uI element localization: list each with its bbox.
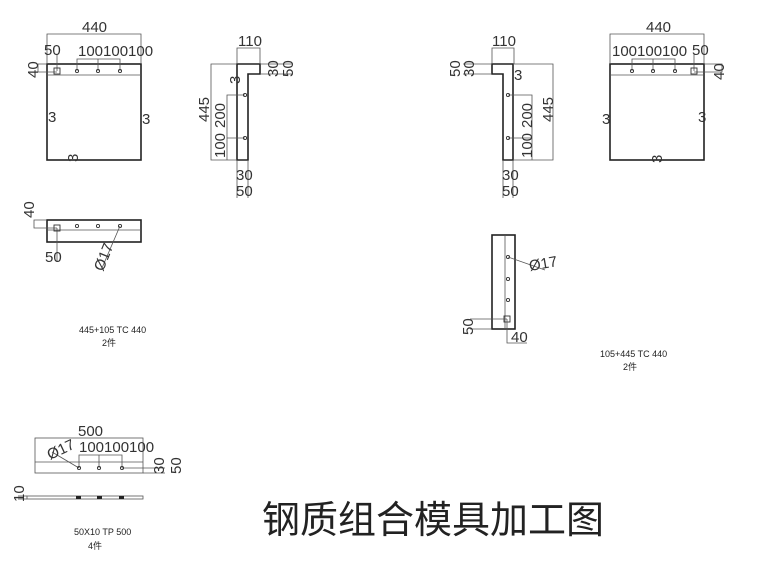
- dim-bottom1: 30: [236, 167, 253, 184]
- weld-bottom: 3: [649, 155, 666, 163]
- dim-span1: 200: [519, 103, 536, 128]
- part-spec: 50X10 TP 500: [74, 527, 131, 537]
- dim-edge: 50: [692, 42, 709, 59]
- weld-bottom: 3: [65, 154, 82, 162]
- dim-bottom1: 30: [502, 167, 519, 184]
- dim-offset: 40: [25, 61, 42, 78]
- dim-spacing: 100100100: [612, 43, 687, 60]
- weld: 3: [514, 67, 522, 84]
- dim-top: 110: [492, 33, 516, 50]
- dim-span2: 100: [212, 133, 229, 158]
- drawing-title: 钢质组合模具加工图: [262, 498, 604, 542]
- dim-span2: 100: [519, 133, 536, 158]
- dim-spacing: 100100100: [78, 43, 153, 60]
- part-qty: 2件: [623, 361, 637, 372]
- front-view-right: 440 100100100 50 40 3 3 3: [602, 19, 728, 163]
- dim-edge: 50: [460, 318, 477, 335]
- dim-bottom2: 50: [502, 183, 519, 200]
- dim-bottom2: 50: [236, 183, 253, 200]
- plan-view-right: Ø17 50 40 105+445 TC 440 2件: [460, 234, 667, 372]
- hole-diameter: Ø17: [45, 436, 78, 463]
- dim-length: 500: [78, 423, 103, 440]
- dim-1: 30: [151, 457, 168, 474]
- dim-edge: 50: [45, 249, 62, 266]
- dim-spacing: 100100100: [79, 439, 154, 456]
- side-view-left: 110 445 200 100 30 50 30 50 3: [196, 33, 297, 200]
- dim-left2: 30: [461, 60, 478, 77]
- dim-span1: 200: [212, 103, 229, 128]
- plan-view-left: 40 50 Ø17 445+105 TC 440 2件: [21, 201, 146, 348]
- dim-width: 440: [82, 19, 107, 36]
- weld-left: 3: [48, 109, 56, 126]
- dim-height: 445: [540, 97, 557, 122]
- weld-right: 3: [142, 111, 150, 128]
- dim-edge: 50: [44, 42, 61, 59]
- dim-height: 445: [196, 97, 213, 122]
- dim-thickness: 10: [11, 485, 28, 502]
- dim-top: 110: [238, 33, 262, 50]
- plate-drawing: 500 Ø17 100100100 30 50 10 50X10 TP 500 …: [11, 423, 185, 551]
- front-view-left: 440 50 100100100 40 3 3 3: [25, 19, 153, 162]
- dim-offset: 40: [711, 63, 728, 80]
- hole-diameter: Ø17: [91, 241, 117, 274]
- weld-left: 3: [602, 111, 610, 128]
- part-spec: 105+445 TC 440: [600, 349, 667, 359]
- dim-left1: 50: [447, 60, 464, 77]
- dim-width: 440: [646, 19, 671, 36]
- side-view-right: 110 445 200 100 50 30 30 50 3: [447, 33, 557, 200]
- part-qty: 4件: [88, 540, 102, 551]
- dim-right2: 50: [280, 60, 297, 77]
- dim-offset: 40: [511, 329, 528, 346]
- hole-diameter: Ø17: [528, 253, 559, 275]
- dim-offset: 40: [21, 201, 38, 218]
- dim-right1: 30: [265, 60, 282, 77]
- weld-right: 3: [698, 109, 706, 126]
- weld: 3: [227, 76, 244, 84]
- part-qty: 2件: [102, 337, 116, 348]
- part-spec: 445+105 TC 440: [79, 325, 146, 335]
- dim-2: 50: [168, 457, 185, 474]
